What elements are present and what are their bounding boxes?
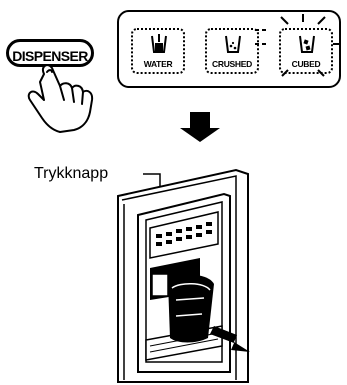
dispenser-button-label: DISPENSER — [12, 48, 88, 64]
crushed-ice-glass-icon — [225, 35, 241, 53]
mode-water[interactable]: WATER — [131, 28, 185, 74]
cubed-ice-glass-icon — [299, 35, 315, 53]
water-glass-icon — [151, 34, 167, 53]
mode-selector-panel: WATER CRUSHED CUBED — [117, 10, 341, 88]
ray-line — [317, 69, 325, 77]
push-arrow-icon — [210, 326, 250, 352]
push-pad — [151, 273, 169, 297]
mode-cubed[interactable]: CUBED — [279, 28, 333, 74]
ray-line — [280, 16, 289, 25]
glass-icon — [168, 274, 214, 343]
control-panel — [149, 211, 219, 259]
callout-label-trykknapp: Trykknapp — [34, 165, 109, 182]
ray-line — [281, 69, 289, 77]
ray-line — [317, 16, 326, 25]
mode-crushed[interactable]: CRUSHED — [205, 28, 259, 74]
mode-crushed-label: CRUSHED — [212, 59, 252, 69]
mode-cubed-label: CUBED — [291, 59, 321, 69]
mode-water-label: WATER — [143, 59, 173, 69]
